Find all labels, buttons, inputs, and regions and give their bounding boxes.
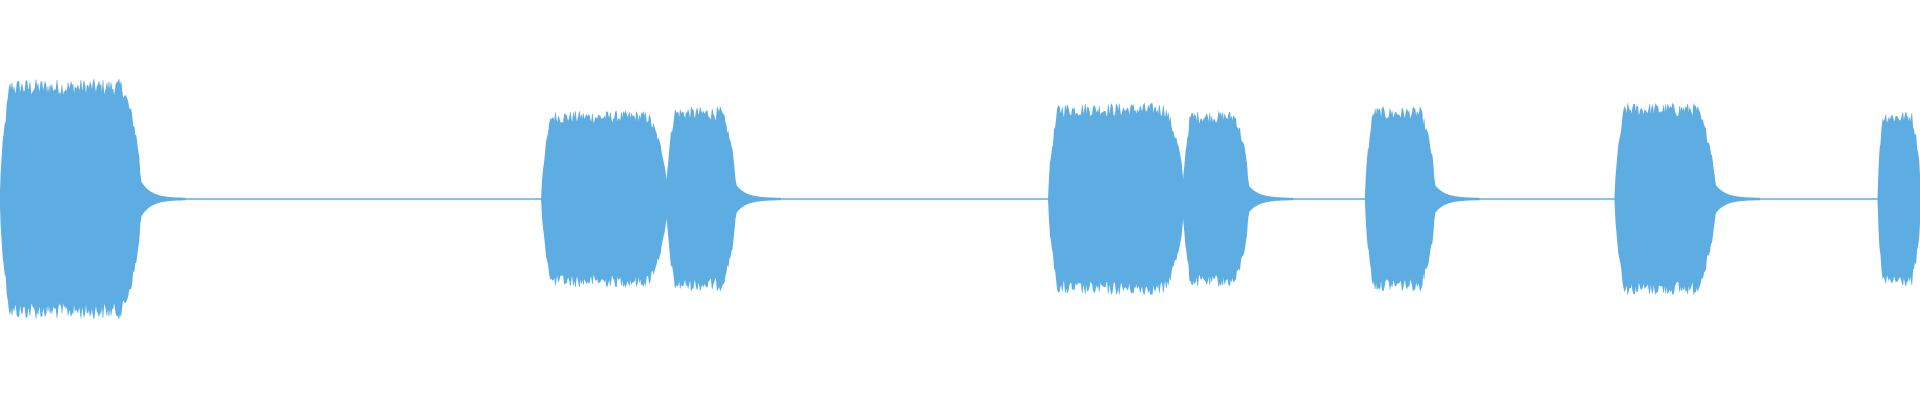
waveform-burst-5: [1182, 111, 1294, 287]
waveform-burst-3: [665, 106, 781, 292]
waveform-burst-6: [1364, 106, 1480, 292]
waveform-burst-1: [0, 78, 186, 320]
waveform-burst-7: [1614, 102, 1760, 296]
waveform-burst-8: [1877, 111, 1920, 287]
